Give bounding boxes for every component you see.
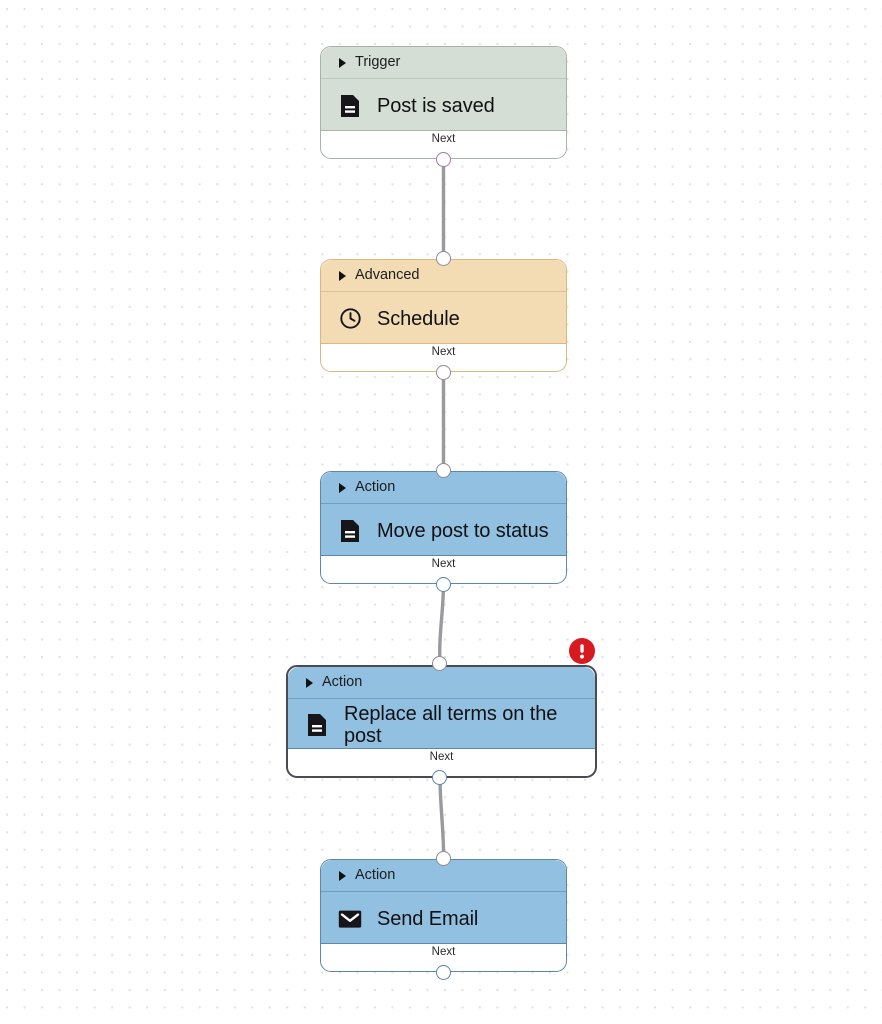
output-port-advanced[interactable] (436, 365, 451, 380)
node-body[interactable]: Schedule (321, 292, 566, 345)
node-body[interactable]: Replace all terms on the post (288, 699, 595, 751)
node-title: Replace all terms on the post (344, 703, 558, 747)
node-body[interactable]: Move post to status (321, 504, 566, 557)
input-port-send-email[interactable] (436, 851, 451, 866)
next-label: Next (429, 751, 454, 763)
workflow-node-move-post[interactable]: Action Move post to status Next (320, 471, 567, 584)
document-icon (338, 94, 362, 118)
document-icon (305, 713, 329, 737)
output-port-trigger[interactable] (436, 152, 451, 167)
node-body[interactable]: Send Email (321, 892, 566, 945)
next-label: Next (431, 133, 456, 145)
input-port-replace-terms[interactable] (432, 656, 447, 671)
node-title: Send Email (377, 907, 479, 930)
envelope-icon (338, 907, 362, 931)
next-label: Next (431, 558, 456, 570)
output-port-replace-terms[interactable] (432, 770, 447, 785)
error-badge[interactable] (569, 638, 595, 664)
node-type-label: Action (322, 674, 363, 691)
clock-icon (338, 307, 362, 331)
node-header[interactable]: Action (321, 860, 566, 892)
exclamation-icon (580, 644, 584, 659)
node-header[interactable]: Action (288, 667, 595, 699)
expand-triangle-icon[interactable] (339, 57, 346, 68)
node-title: Post is saved (377, 94, 495, 117)
next-label: Next (431, 946, 456, 958)
node-header[interactable]: Action (321, 472, 566, 504)
output-port-send-email[interactable] (436, 965, 451, 980)
edge-replace-to-email (438, 775, 446, 860)
input-port-move-post[interactable] (436, 463, 451, 478)
input-port-advanced[interactable] (436, 251, 451, 266)
node-type-label: Trigger (355, 54, 401, 71)
node-type-label: Action (355, 867, 396, 884)
node-type-label: Action (355, 479, 396, 496)
node-body[interactable]: Post is saved (321, 79, 566, 132)
expand-triangle-icon[interactable] (339, 482, 346, 493)
workflow-node-advanced[interactable]: Advanced Schedule Next (320, 259, 567, 372)
node-header[interactable]: Trigger (321, 47, 566, 79)
expand-triangle-icon[interactable] (339, 870, 346, 881)
next-label: Next (431, 346, 456, 358)
document-icon (338, 519, 362, 543)
edge-move-to-replace (438, 581, 446, 665)
workflow-node-send-email[interactable]: Action Send Email Next (320, 859, 567, 972)
node-title: Move post to status (377, 519, 549, 542)
expand-triangle-icon[interactable] (339, 270, 346, 281)
output-port-move-post[interactable] (436, 577, 451, 592)
node-title: Schedule (377, 307, 460, 330)
node-type-label: Advanced (355, 267, 420, 284)
workflow-node-trigger[interactable]: Trigger Post is saved Next (320, 46, 567, 159)
expand-triangle-icon[interactable] (306, 677, 313, 688)
workflow-node-replace-terms[interactable]: Action Replace all terms on the post Nex… (286, 665, 597, 778)
